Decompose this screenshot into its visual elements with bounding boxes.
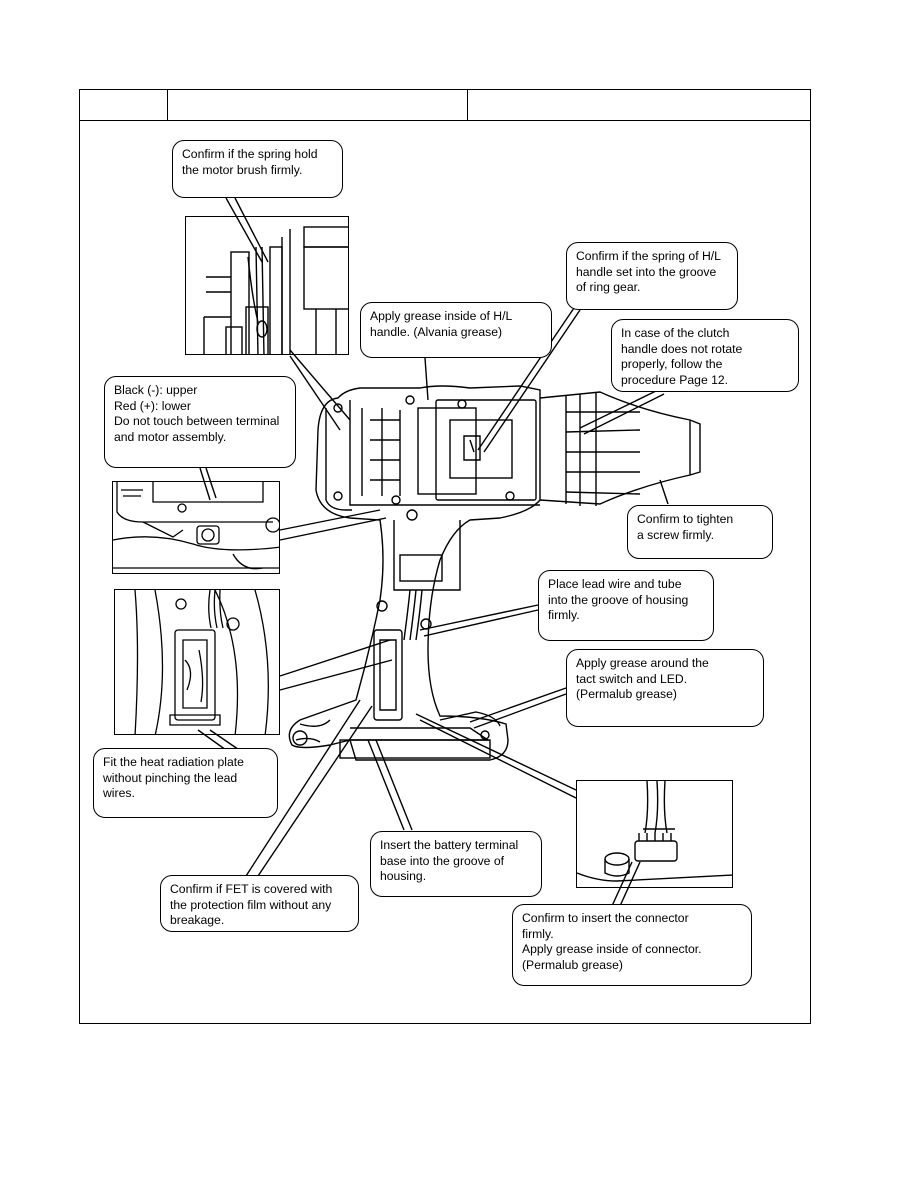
callout-line: a screw firmly. (637, 527, 714, 542)
callout-line: Apply grease inside of connector. (522, 942, 702, 956)
callout-tact-switch: Apply grease around the tact switch and … (566, 649, 764, 727)
callout-line: Confirm if FET is covered with (170, 882, 333, 896)
callout-line: firmly. (548, 608, 580, 622)
callout-line: firmly. (522, 926, 554, 941)
motor-terminal-detail-panel (112, 481, 280, 574)
callout-line: into the groove of housing (548, 592, 689, 607)
diagram-frame (79, 89, 811, 1024)
callout-line: Apply grease inside of H/L (370, 309, 513, 323)
callout-line: and motor assembly. (114, 429, 227, 444)
motor-brush-detail-panel (185, 216, 349, 355)
header-cell-2 (168, 90, 468, 121)
header-cell-1 (80, 90, 168, 121)
callout-line: Confirm if the spring of H/L (576, 249, 721, 263)
callout-connector: Confirm to insert the connector firmly. … (512, 904, 752, 986)
callout-line: breakage. (170, 913, 225, 927)
callout-line: the protection film without any (170, 897, 332, 912)
callout-line: of ring gear. (576, 280, 641, 294)
callout-line: Black (-): upper (114, 383, 198, 397)
callout-lead-wire: Place lead wire and tube into the groove… (538, 570, 714, 641)
heat-radiation-detail-panel (114, 589, 280, 735)
callout-line: Red (+): lower (114, 398, 191, 413)
connector-detail-panel (576, 780, 733, 888)
callout-battery-terminal: Insert the battery terminal base into th… (370, 831, 542, 897)
callout-line: handle. (Alvania grease) (370, 324, 503, 339)
callout-grease-handle: Apply grease inside of H/L handle. (Alva… (360, 302, 552, 358)
callout-line: the motor brush firmly. (182, 162, 303, 177)
callout-clutch: In case of the clutch handle does not ro… (611, 319, 799, 392)
callout-line: Confirm if the spring hold (182, 147, 318, 161)
callout-line: (Permalub grease) (522, 957, 623, 972)
callout-line: Confirm to insert the connector (522, 911, 689, 925)
header-cell-3 (468, 90, 810, 121)
callout-motor-brush: Confirm if the spring hold the motor bru… (172, 140, 343, 198)
callout-line: In case of the clutch (621, 326, 730, 340)
callout-line: tact switch and LED. (576, 671, 688, 686)
callout-line: Insert the battery terminal (380, 838, 519, 852)
callout-line: Do not touch between terminal (114, 414, 280, 428)
callout-line: properly, follow the (621, 357, 723, 371)
callout-line: housing. (380, 869, 427, 883)
callout-line: Place lead wire and tube (548, 577, 682, 591)
callout-line: Confirm to tighten (637, 512, 734, 526)
callout-heat-plate: Fit the heat radiation plate without pin… (93, 748, 278, 818)
callout-line: without pinching the lead (103, 770, 238, 785)
callout-line: wires. (103, 786, 135, 800)
callout-line: handle set into the groove (576, 264, 717, 279)
callout-line: Apply grease around the (576, 656, 709, 670)
callout-spring-hl: Confirm if the spring of H/L handle set … (566, 242, 738, 310)
callout-line: (Permalub grease) (576, 687, 677, 701)
callout-line: Fit the heat radiation plate (103, 755, 244, 769)
callout-line: handle does not rotate (621, 341, 743, 356)
callout-wires: Black (-): upper Red (+): lower Do not t… (104, 376, 296, 468)
header-divider (80, 120, 810, 121)
callout-line: procedure Page 12. (621, 372, 729, 387)
callout-screw: Confirm to tighten a screw firmly. (627, 505, 773, 559)
callout-fet: Confirm if FET is covered with the prote… (160, 875, 359, 932)
callout-line: base into the groove of (380, 853, 504, 868)
